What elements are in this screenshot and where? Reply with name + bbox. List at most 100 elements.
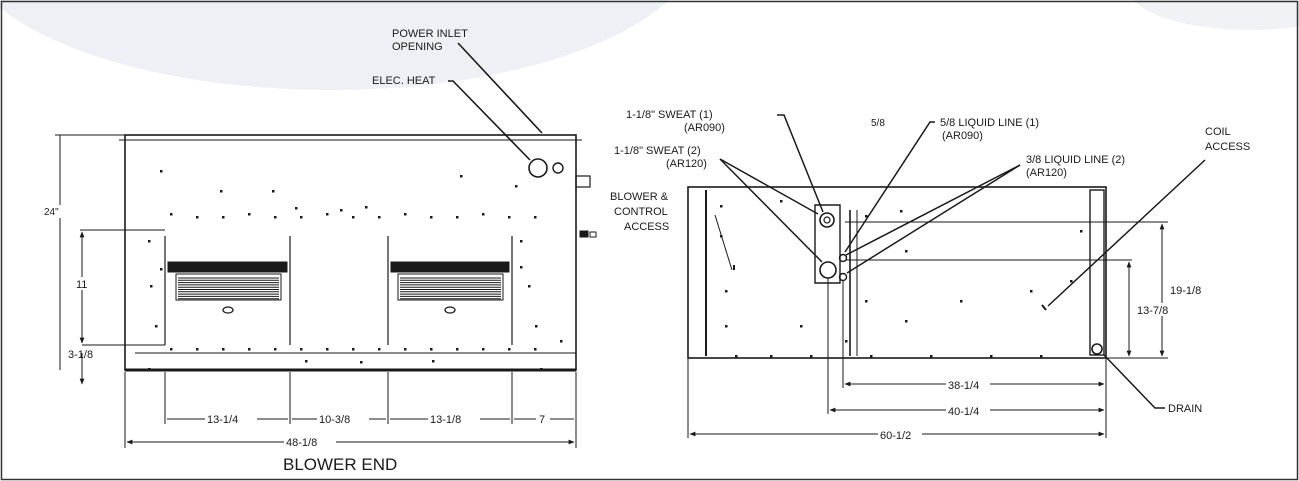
label-drain: DRAIN (1168, 403, 1202, 415)
rivet-dot (720, 205, 723, 208)
rivet-dot (735, 355, 738, 358)
rivet-dot (508, 216, 511, 219)
rivet-dot (515, 185, 518, 188)
leader-coil-access (1047, 159, 1206, 307)
label-power-inlet-2: OPENING (392, 41, 443, 53)
leader-sweat-2a (719, 158, 819, 215)
rivet-dot (160, 170, 163, 173)
rivet-dot (725, 325, 728, 328)
rivet-dot (540, 368, 543, 371)
sweat-1-inner (823, 216, 831, 224)
label-blower-access-3: ACCESS (624, 221, 669, 233)
rivet-dot (1040, 355, 1043, 358)
piping-plate (814, 204, 841, 284)
rivet-dot (725, 290, 728, 293)
rivet-dot (352, 348, 355, 351)
rivet-dot (148, 368, 151, 371)
dim-label-19-1-8: 19-1/8 (1170, 285, 1201, 297)
side-view-labels: 1-1/8" SWEAT (1) (AR090) 1-1/8" SWEAT (2… (610, 109, 1250, 442)
dim-label-seg4: 7 (539, 414, 545, 426)
dim-label-3-1-8: 3-1/8 (68, 349, 93, 361)
rivet-dot (800, 325, 803, 328)
rivet-dot (272, 190, 275, 193)
rivet-dot (905, 320, 908, 323)
rivet-dot (456, 348, 459, 351)
rivet-dot (870, 355, 873, 358)
liquid-1-fitting (838, 253, 848, 263)
rivet-dot (534, 348, 537, 351)
rivet-dot (300, 216, 303, 219)
rivet-dot (170, 213, 173, 216)
label-liquid-1-line2: (AR090) (942, 130, 983, 142)
rivet-dot (248, 213, 251, 216)
blower-hub-left (222, 306, 234, 314)
side-connector-cap (589, 231, 597, 238)
dim-label-width-total: 48-1/8 (286, 437, 317, 449)
dim-label-40-1-4: 40-1/4 (948, 406, 979, 418)
rivet-dot (300, 348, 303, 351)
dim-label-seg1: 13-1/4 (207, 414, 238, 426)
rivet-dot (220, 190, 223, 193)
rivet-dot (274, 216, 277, 219)
label-liquid-1-line1: 5/8 LIQUID LINE (1) (940, 117, 1039, 129)
rivet-dot (560, 340, 563, 343)
label-sweat-1-line2: (AR090) (684, 122, 725, 134)
rivet-dot (845, 340, 848, 343)
rivet-dot (378, 348, 381, 351)
leader-sweat-1 (777, 114, 824, 213)
rivet-dot (378, 216, 381, 219)
rivet-dot (155, 325, 158, 328)
rivet-dot (326, 348, 329, 351)
label-blower-access-2: CONTROL (614, 206, 668, 218)
rivet-dot (305, 360, 308, 363)
rivet-dot (404, 213, 407, 216)
rivet-dot (482, 213, 485, 216)
rivet-dot (196, 216, 199, 219)
leader-sweat-2b (719, 158, 823, 263)
label-note-5-8: 5/8 (871, 118, 885, 129)
rivet-dot (340, 209, 343, 212)
rivet-dot (150, 285, 153, 288)
blower-housing-left-top (167, 261, 288, 273)
drain-fitting (1091, 343, 1103, 355)
power-inlet-knockout (528, 158, 548, 178)
blower-access-leader (714, 214, 733, 271)
rivet-dot (352, 216, 355, 219)
rivet-dot (520, 240, 523, 243)
rivet-dot (960, 300, 963, 303)
dim-label-38-1-4: 38-1/4 (948, 380, 979, 392)
blower-housing-right-top (390, 261, 510, 273)
rivet-dot (222, 348, 225, 351)
side-fitting (575, 175, 591, 188)
rivet-dot (248, 348, 251, 351)
leader-liquid-1 (844, 121, 935, 253)
rivet-dot (780, 200, 783, 203)
rivet-dot (222, 216, 225, 219)
label-elec-heat: ELEC. HEAT (372, 75, 436, 87)
rivet-dot (1080, 230, 1083, 233)
rivet-dot (196, 348, 199, 351)
rivet-dot (170, 348, 173, 351)
leader-elec-heat (448, 80, 531, 161)
rivet-dot (148, 240, 151, 243)
coil-cabinet-outline (687, 186, 1107, 359)
rivet-dot (990, 355, 993, 358)
rivet-dot (430, 216, 433, 219)
rivet-dot (520, 266, 523, 269)
label-blower-access-1: BLOWER & (610, 191, 669, 203)
elec-heat-knockout (552, 162, 564, 174)
rivet-dot (810, 355, 813, 358)
rivet-dot (404, 348, 407, 351)
leader-liquid-2b (846, 164, 1021, 274)
rivet-dot (432, 360, 435, 363)
unit-body-outline (124, 134, 577, 371)
dim-label-seg2: 10-3/8 (319, 414, 350, 426)
rivet-dot (295, 207, 298, 210)
label-liquid-2-line2: (AR120) (1026, 167, 1067, 179)
coil-end-plate (1089, 189, 1105, 356)
rivet-dot (160, 268, 163, 271)
watermark (0, 0, 1299, 90)
label-coil-access-2: ACCESS (1205, 141, 1250, 153)
blower-end-view (55, 42, 597, 448)
